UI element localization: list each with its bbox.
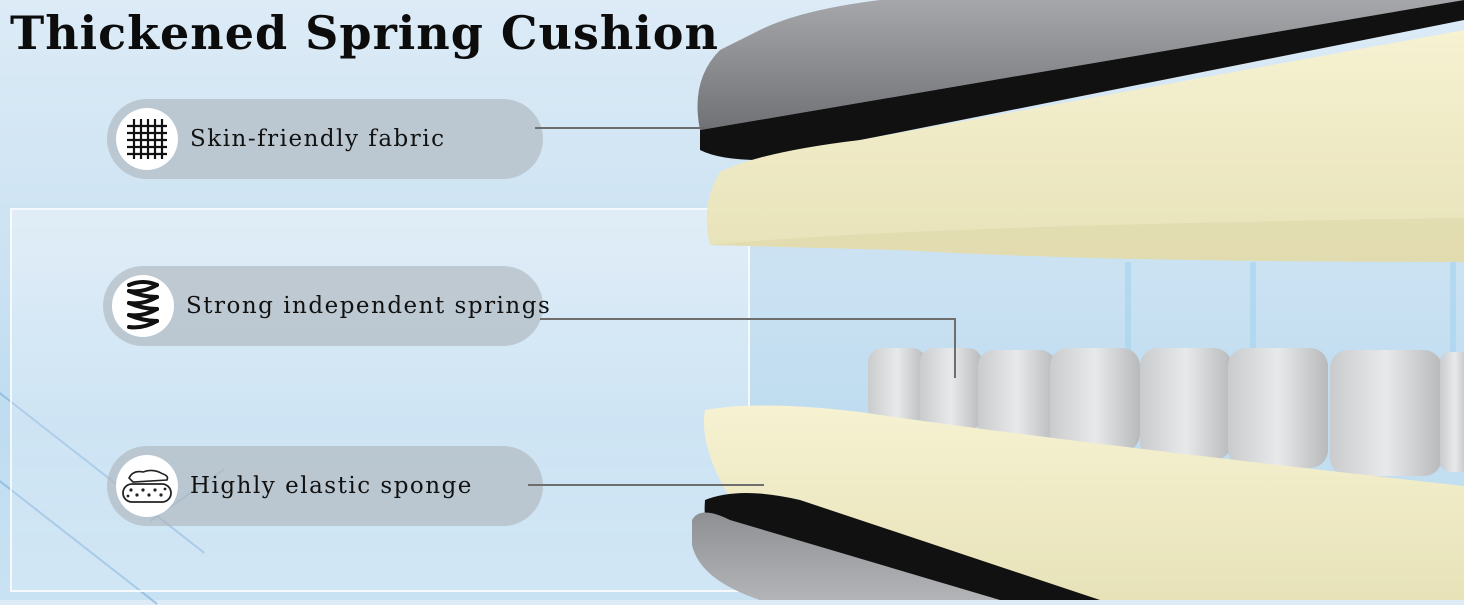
sponge-hand-icon [116, 455, 178, 517]
feature-label-springs: Strong independent springs [186, 293, 551, 319]
page-title: Thickened Spring Cushion [10, 6, 719, 60]
leader-line-sponge [528, 484, 764, 486]
feature-label-sponge: Highly elastic sponge [190, 473, 473, 499]
background-pillar [1450, 262, 1456, 352]
background-pillar [1250, 262, 1256, 352]
background-pillar [1125, 262, 1131, 352]
fabric-weave-icon [116, 108, 178, 170]
feature-pill-sponge: Highly elastic sponge [107, 446, 543, 526]
cushion-cross-section-illustration [640, 0, 1464, 600]
feature-label-fabric: Skin-friendly fabric [190, 126, 446, 152]
coil-spring-icon [112, 275, 174, 337]
leader-line-springs [540, 318, 956, 320]
leader-line-springs-drop [954, 318, 956, 378]
feature-pill-springs: Strong independent springs [103, 266, 543, 346]
feature-pill-fabric: Skin-friendly fabric [107, 99, 543, 179]
leader-line-fabric [535, 127, 707, 129]
